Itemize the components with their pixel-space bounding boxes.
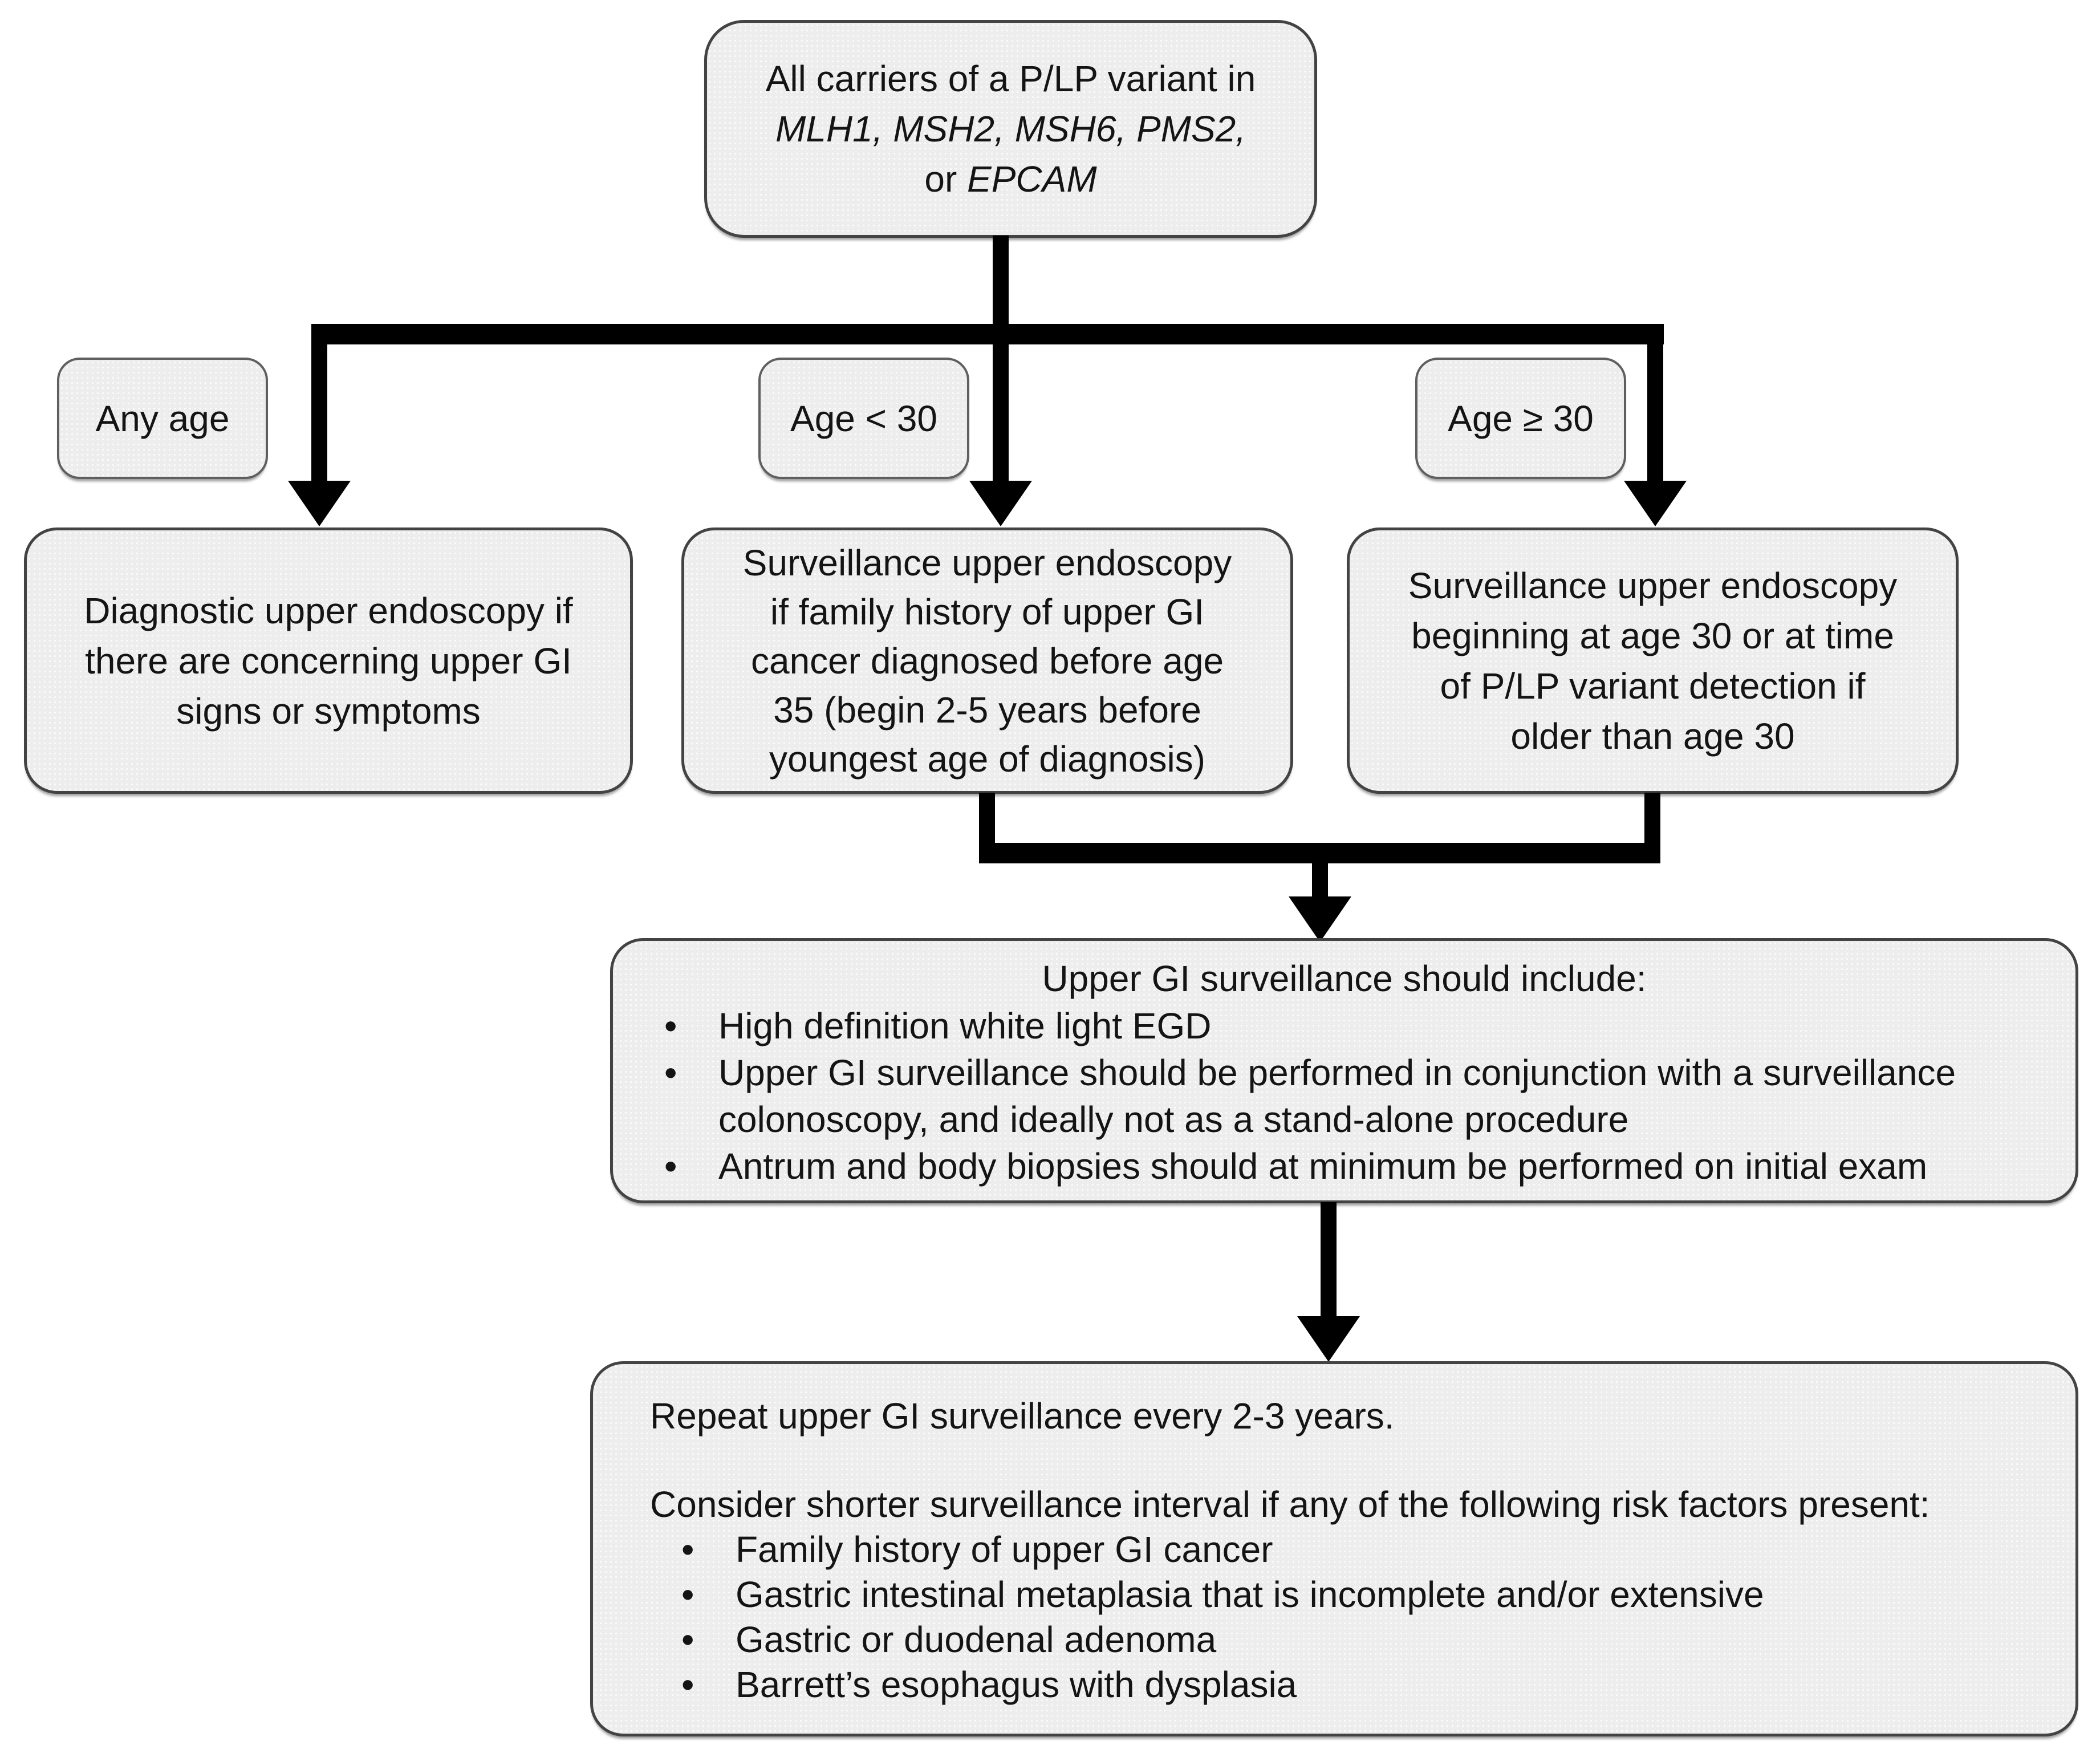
surveillance-under-30-box: Surveillance upper endoscopy if family h…: [681, 527, 1293, 794]
include-bullet-text: High definition white light EGD: [718, 1005, 1212, 1046]
merge-bar: [979, 843, 1660, 863]
blank-line: [650, 1439, 2053, 1482]
branch-bar: [311, 324, 1664, 344]
repeat-surveillance-box: Repeat upper GI surveillance every 2-3 y…: [590, 1361, 2078, 1736]
older-line: of P/LP variant detection if: [1440, 665, 1866, 707]
flow-arrowhead: [1297, 1316, 1360, 1362]
root-last-gene: EPCAM: [967, 159, 1097, 200]
right-branch-arrowhead: [1624, 481, 1687, 526]
middle-branch-arrowhead: [969, 481, 1032, 526]
surveillance-30-plus-box: Surveillance upper endoscopy beginning a…: [1347, 527, 1959, 794]
older-line: older than age 30: [1510, 715, 1795, 757]
risk-bullet-text: Gastric or duodenal adenoma: [736, 1619, 1217, 1660]
include-box: Upper GI surveillance should include: • …: [610, 938, 2078, 1203]
risk-bullet-text: Barrett’s esophagus with dysplasia: [736, 1664, 1297, 1705]
young-line: 35 (begin 2-5 years before: [773, 689, 1201, 731]
any-age-label: Any age: [57, 358, 268, 479]
risk-bullet-text: Gastric intestinal metaplasia that is in…: [736, 1574, 1764, 1615]
include-bullet-item: • High definition white light EGD: [664, 1003, 2053, 1049]
left-branch-arrowhead: [288, 481, 351, 526]
risk-bullet-item: • Family history of upper GI cancer: [681, 1527, 2053, 1572]
merge-leg-middle: [979, 793, 995, 844]
root-line-1: All carriers of a P/LP variant in: [765, 58, 1256, 99]
age-under-30-label-text: Age < 30: [790, 397, 937, 439]
age-30-or-over-label: Age ≥ 30: [1415, 358, 1626, 479]
risk-bullet-text: Family history of upper GI cancer: [736, 1529, 1273, 1570]
age-30-or-over-label-text: Age ≥ 30: [1448, 397, 1594, 439]
bullet-dot: •: [664, 1052, 677, 1093]
any-age-label-text: Any age: [95, 397, 230, 439]
merge-arrow-shaft: [1312, 862, 1328, 899]
bullet-dot: •: [681, 1619, 694, 1660]
root-line-3: or EPCAM: [707, 154, 1314, 204]
include-bullet-text: Antrum and body biopsies should at minim…: [718, 1146, 1928, 1187]
diagnostic-line: Diagnostic upper endoscopy if: [84, 590, 573, 631]
merge-leg-right: [1644, 793, 1660, 844]
repeat-line-1: Repeat upper GI surveillance every 2-3 y…: [650, 1395, 1395, 1437]
include-bullet-text: colonoscopy, and ideally not as a stand-…: [718, 1099, 1629, 1140]
older-line: Surveillance upper endoscopy: [1408, 565, 1898, 606]
risk-bullet-item: • Gastric intestinal metaplasia that is …: [681, 1572, 2053, 1617]
bullet-dot: •: [681, 1664, 694, 1705]
diagnostic-line: signs or symptoms: [176, 690, 481, 732]
young-line: cancer diagnosed before age: [750, 640, 1224, 681]
age-under-30-label: Age < 30: [758, 358, 969, 479]
flow-arrow-shaft: [1321, 1202, 1337, 1317]
left-branch-arrow-shaft: [311, 343, 327, 482]
bullet-dot: •: [664, 1005, 677, 1046]
root-trunk-connector: [993, 236, 1009, 325]
include-bullet-text: Upper GI surveillance should be performe…: [718, 1052, 1956, 1093]
diagnostic-line: there are concerning upper GI: [85, 640, 572, 681]
young-line: youngest age of diagnosis): [769, 738, 1205, 780]
repeat-intro-line: Consider shorter surveillance interval i…: [650, 1484, 1930, 1525]
root-box: All carriers of a P/LP variant in MLH1, …: [704, 20, 1317, 238]
bullet-dot: •: [681, 1574, 694, 1615]
merge-arrowhead: [1289, 896, 1351, 942]
young-line: Surveillance upper endoscopy: [742, 542, 1232, 583]
right-branch-arrow-shaft: [1647, 343, 1663, 482]
middle-branch-arrow-shaft: [993, 343, 1009, 482]
risk-bullet-item: • Barrett’s esophagus with dysplasia: [681, 1662, 2053, 1707]
risk-bullet-item: • Gastric or duodenal adenoma: [681, 1617, 2053, 1662]
young-line: if family history of upper GI: [770, 591, 1205, 632]
diagnostic-endoscopy-box: Diagnostic upper endoscopy if there are …: [24, 527, 633, 794]
include-bullet-item: • Upper GI surveillance should be perfor…: [664, 1049, 2053, 1143]
root-or-text: or: [924, 159, 968, 200]
include-bullet-item: • Antrum and body biopsies should at min…: [664, 1143, 2053, 1190]
older-line: beginning at age 30 or at time: [1411, 615, 1894, 656]
include-title: Upper GI surveillance should include:: [1042, 958, 1647, 999]
bullet-dot: •: [681, 1529, 694, 1570]
bullet-dot: •: [664, 1146, 677, 1187]
root-gene-list: MLH1, MSH2, MSH6, PMS2,: [775, 108, 1246, 149]
